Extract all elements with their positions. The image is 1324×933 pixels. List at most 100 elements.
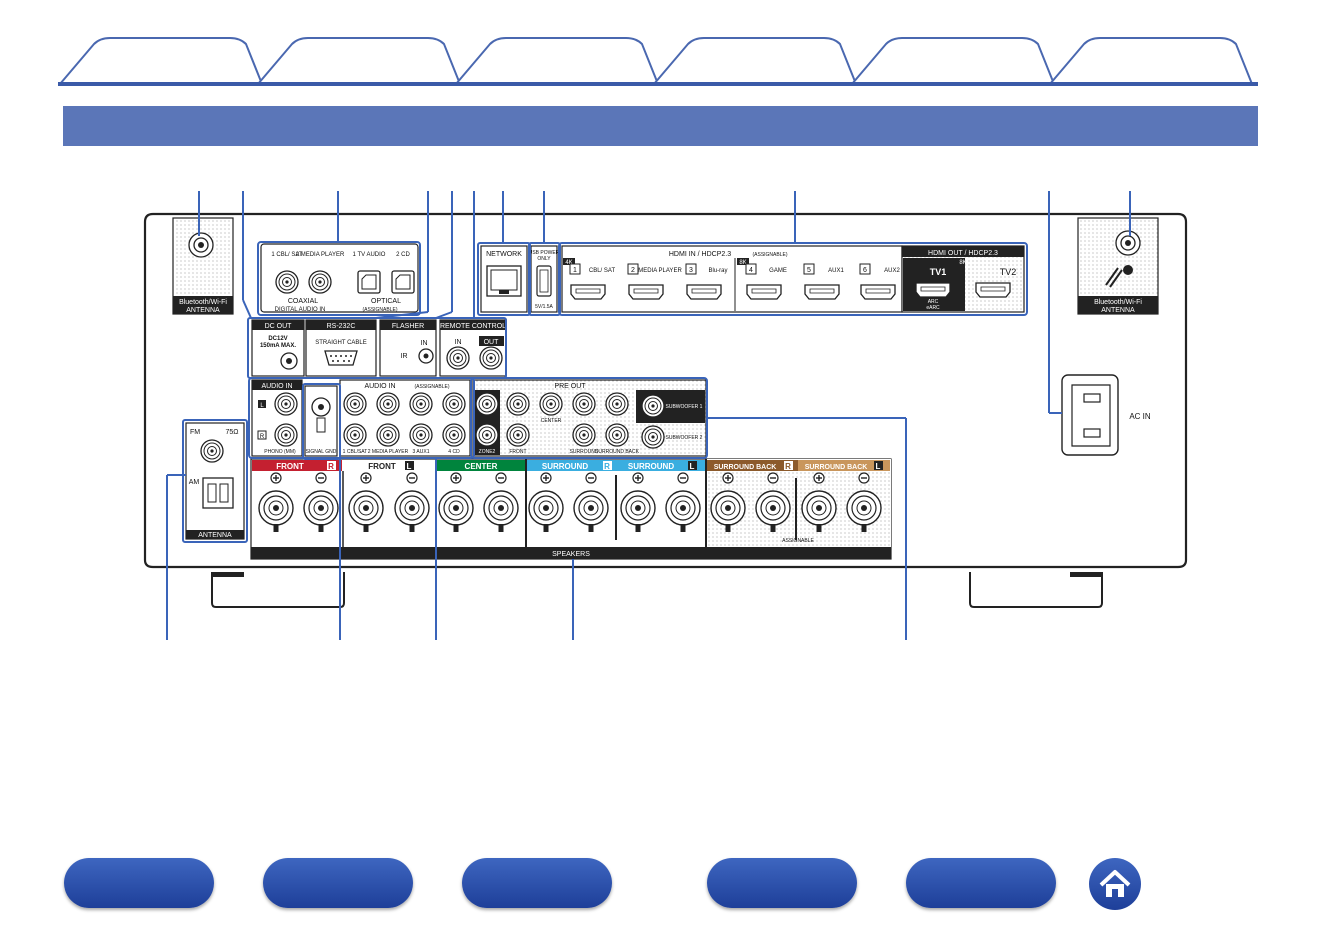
audio-in-r: R	[260, 434, 265, 440]
spk-surround-back-r: SURROUND BACK	[714, 464, 777, 471]
nav-button-3[interactable]	[462, 858, 612, 908]
home-icon	[1099, 870, 1131, 897]
bt-antenna-right-label: Bluetooth/Wi-Fi	[1094, 299, 1142, 306]
hdmi-out-title: HDMI OUT / HDCP2.3	[928, 250, 998, 257]
spk-surround-back-l: SURROUND BACK	[805, 464, 868, 471]
hdmi-in-port-2	[628, 284, 664, 300]
hdmi-in-num-box-5	[803, 263, 815, 275]
spk-surround-back-r-tag: R	[785, 462, 791, 471]
optical-label: OPTICAL	[371, 298, 401, 305]
bt-antenna-left-sub: ANTENNA	[186, 307, 220, 314]
speakers-title: SPEAKERS	[552, 551, 590, 558]
hdmi-arc-label: ARC	[928, 299, 939, 305]
usb-line1: USB POWER	[529, 250, 560, 256]
bt-antenna-right-sub: ANTENNA	[1101, 307, 1135, 314]
tab-3[interactable]	[453, 37, 660, 85]
network-label: NETWORK	[486, 251, 522, 258]
tab-6[interactable]	[1047, 37, 1254, 85]
hdmi-in-name-2: MEDIA PLAYER	[638, 268, 682, 274]
ac-in-label: AC IN	[1129, 412, 1151, 421]
spk-surround-l-tag: L	[690, 462, 695, 471]
pre-out-surround-back: SURROUND BACK	[595, 449, 640, 455]
home-button[interactable]	[1089, 858, 1141, 910]
hdmi-in: HDMI IN / HDCP2.3 (ASSIGNABLE) 4K 8K 1 CB…	[561, 245, 903, 313]
dai-jack-4: 2 CD	[396, 252, 410, 258]
hdmi-in-assignable: (ASSIGNABLE)	[752, 252, 787, 258]
audio-in-a3: 3 AUX1	[413, 449, 430, 455]
audio-in-a1: 1 CBL/SAT	[343, 449, 368, 455]
spk-surround-back-l-tag: L	[876, 462, 881, 471]
tab-2[interactable]	[255, 37, 462, 85]
digital-audio-title: DIGITAL AUDIO IN	[275, 307, 326, 313]
hdmi-in-num-box-3	[685, 263, 697, 275]
nav-button-5[interactable]	[906, 858, 1056, 908]
tab-1[interactable]	[57, 37, 264, 85]
hdmi-in-num-4: 4	[749, 267, 753, 274]
bt-wifi-antenna-left: Bluetooth/Wi-Fi ANTENNA	[172, 217, 234, 315]
dc-out: DC OUT DC12V 150mA MAX.	[251, 319, 305, 377]
top-tab-bar	[57, 37, 1258, 86]
rs232c-title: RS-232C	[327, 323, 356, 330]
hdmi-in-title: HDMI IN / HDCP2.3	[669, 251, 731, 258]
spk-center: CENTER	[465, 462, 498, 471]
nav-button-4[interactable]	[707, 858, 857, 908]
pre-out-center: CENTER	[541, 418, 562, 424]
remote-title: REMOTE CONTROL	[440, 323, 506, 330]
hdmi-in-num-box-1	[569, 263, 581, 275]
nav-button-2[interactable]	[263, 858, 413, 908]
hdmi-in-name-6: AUX2	[884, 268, 900, 274]
remote-out: OUT	[484, 339, 500, 346]
network-port: NETWORK	[480, 245, 528, 313]
pre-out-front: FRONT	[509, 449, 526, 455]
usb-port: USB POWER ONLY 5V/1.5A	[529, 245, 560, 313]
flasher-ir: IR	[401, 353, 408, 360]
dc-out-spec1: DC12V	[268, 336, 287, 342]
hdmi-in-name-3: Blu-ray	[708, 268, 727, 274]
speaker-terminals: FRONT R FRONT L CENTER SURROUND R SURROU…	[250, 458, 892, 560]
usb-line2: ONLY	[537, 256, 551, 262]
hdmi-in-num-1: 1	[573, 267, 577, 274]
rs232c: RS-232C STRAIGHT CABLE	[305, 319, 377, 377]
hdmi-in-num-2: 2	[631, 267, 635, 274]
hdmi-in-num-5: 5	[807, 267, 811, 274]
hdmi-earc-label: eARC	[926, 305, 940, 311]
pre-out-surround: SURROUND	[570, 449, 599, 455]
hdmi-tv1-label: TV1	[930, 267, 947, 277]
hdmi-in-name-5: AUX1	[828, 268, 844, 274]
audio-in-assignable-tag: (ASSIGNABLE)	[414, 384, 449, 390]
hdmi-in-name-1: CBL/ SAT	[589, 268, 616, 274]
tab-4[interactable]	[651, 37, 858, 85]
hdmi-out: HDMI OUT / HDCP2.3 8K TV1 TV2 ARC eARC	[901, 245, 1025, 313]
digital-audio-assignable: (ASSIGNABLE)	[362, 307, 397, 313]
zone2-label: ZONE2	[479, 449, 496, 455]
dai-jack-3: 1 TV AUDIO	[353, 252, 386, 258]
hdmi-8k-tag: 8K	[739, 260, 746, 266]
spk-assignable: ASSIGNABLE	[782, 538, 814, 544]
spk-front-l: FRONT	[368, 462, 396, 471]
phono-label: PHONO (MM)	[264, 449, 296, 455]
rear-panel-diagram: Bluetooth/Wi-Fi ANTENNA Bluetooth/Wi-Fi …	[143, 191, 1188, 640]
digital-audio-in: 1 CBL/ SAT 2 MEDIA PLAYER 1 TV AUDIO 2 C…	[260, 243, 419, 313]
audio-in-phono: AUDIO IN L R PHONO (MM)	[251, 379, 303, 457]
antenna-label: ANTENNA	[198, 532, 232, 539]
pre-out-sub2: SUBWOOFER 2	[666, 435, 703, 441]
audio-in-a4: 4 CD	[448, 449, 460, 455]
dai-jack-1: 1 CBL/ SAT	[271, 252, 303, 258]
hdmi-in-port-5	[804, 284, 840, 300]
flasher-title: FLASHER	[392, 323, 424, 330]
audio-in-assignable: AUDIO IN (ASSIGNABLE) 1 CBL/SAT 2 MEDIA …	[339, 379, 471, 457]
nav-button-1[interactable]	[64, 858, 214, 908]
hdmi-4k-tag: 4K	[565, 260, 572, 266]
hdmi-in-port-3	[686, 284, 722, 300]
spk-surround-r: SURROUND	[542, 462, 588, 471]
spk-surround-r-tag: R	[604, 462, 610, 471]
dc-out-spec2: 150mA MAX.	[260, 343, 296, 349]
audio-in-a2: 2 MEDIA PLAYER	[368, 449, 409, 455]
dai-jack-2: 2 MEDIA PLAYER	[296, 252, 345, 258]
am-label: AM	[189, 479, 200, 486]
usb-rating: 5V/1.5A	[535, 304, 553, 310]
dc-out-title: DC OUT	[265, 323, 293, 330]
hdmi-in-num-6: 6	[863, 267, 867, 274]
tab-5[interactable]	[849, 37, 1056, 85]
ohm-label: 75Ω	[225, 429, 238, 436]
